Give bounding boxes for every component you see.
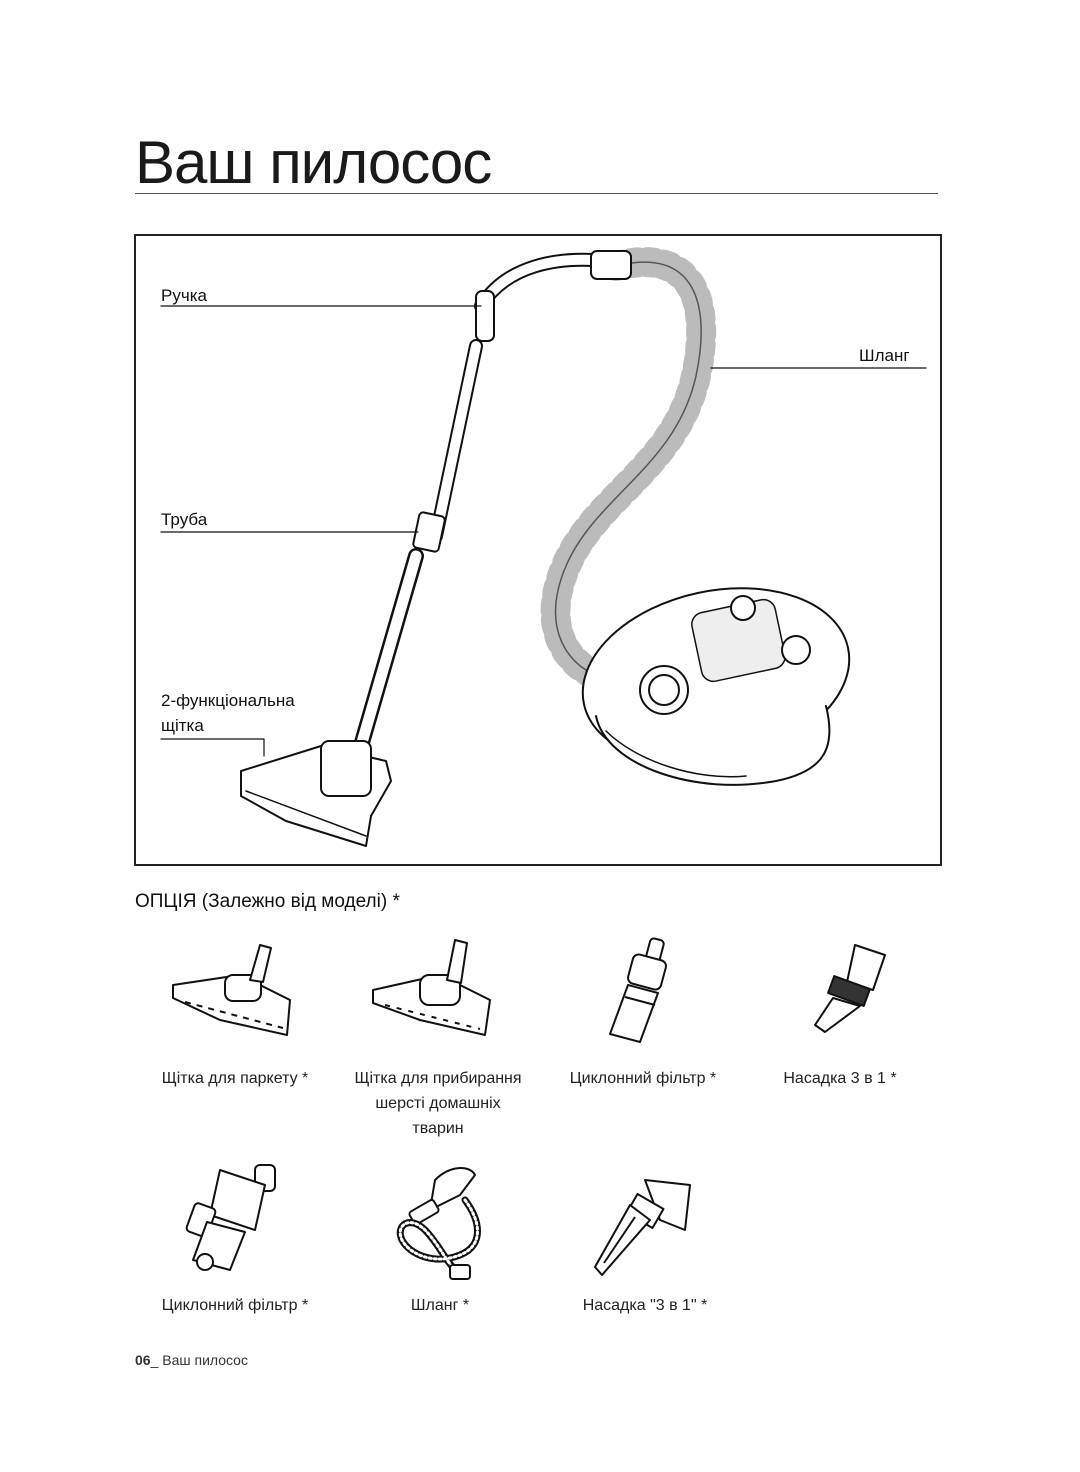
cyclone-filter-icon	[185, 1164, 276, 1271]
accessory-label-3in1-nozzle-2: Насадка "3 в 1" *	[582, 1297, 708, 1314]
accessory-label-parquet-brush: Щітка для паркету *	[161, 1070, 309, 1087]
parquet-brush-icon	[172, 944, 291, 1036]
vacuum-diagram-frame: Ручка Шланг Труба 2-функціональна щітка	[134, 234, 942, 866]
hose-icon	[396, 1167, 481, 1280]
page-number: 06	[135, 1352, 151, 1368]
footer-section: _ Ваш пилосос	[150, 1352, 248, 1368]
page-title: Ваш пилосос	[135, 129, 492, 196]
pet-hair-brush-icon	[372, 939, 491, 1036]
accessory-label-hose: Шланг *	[410, 1297, 470, 1314]
page-footer: 06_ Ваш пилосос	[135, 1352, 248, 1368]
accessory-label-pet-hair-brush: Щітка для прибирання шерсті домашніх тва…	[354, 1070, 522, 1137]
vacuum-cleaner-illustration	[160, 247, 927, 847]
accessory-label-cyclone-filter: Циклонний фільтр *	[569, 1070, 717, 1087]
cyclone-filter-icon	[609, 937, 667, 1043]
accessory-label-cyclone-filter-2: Циклонний фільтр *	[161, 1297, 309, 1314]
label-handle: Ручка	[161, 286, 207, 305]
title-divider	[135, 193, 938, 194]
3in1-nozzle-icon	[814, 944, 886, 1033]
options-heading: ОПЦІЯ (Залежно від моделі) *	[135, 891, 400, 912]
3in1-nozzle-icon	[594, 1179, 691, 1276]
label-pipe: Труба	[161, 510, 208, 529]
label-brush-line2: щітка	[161, 716, 204, 735]
accessory-label-3in1-nozzle: Насадка 3 в 1 *	[783, 1070, 897, 1087]
label-hose: Шланг	[859, 346, 910, 365]
label-brush-line1: 2-функціональна	[161, 691, 295, 710]
